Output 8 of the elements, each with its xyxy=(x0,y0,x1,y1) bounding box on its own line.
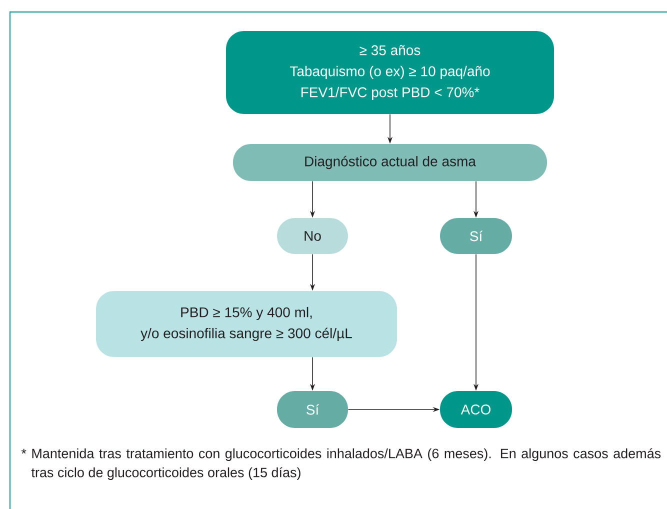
answer-pill: No xyxy=(277,218,348,254)
result-pill: ACO xyxy=(440,391,512,428)
question-bar: Diagnóstico actual de asma xyxy=(233,144,547,181)
answer-pill: Sí xyxy=(440,218,512,254)
footnote: * Mantenida tras tratamiento con glucocorticoides inhalados/LABA (6 meses). En algunos casos además tras ciclo de glucocorticoides orales (15 días) xyxy=(21,448,661,480)
criteria-box: ≥ 35 años Tabaquismo (o ex) ≥ 10 paq/año FEV1/FVC post PBD < 70%* xyxy=(226,31,554,114)
answer-pill: Sí xyxy=(277,391,348,428)
criteria-box: PBD ≥ 15% y 400 ml, y/o eosinofilia sangre ≥ 300 cél/µL xyxy=(96,291,397,357)
